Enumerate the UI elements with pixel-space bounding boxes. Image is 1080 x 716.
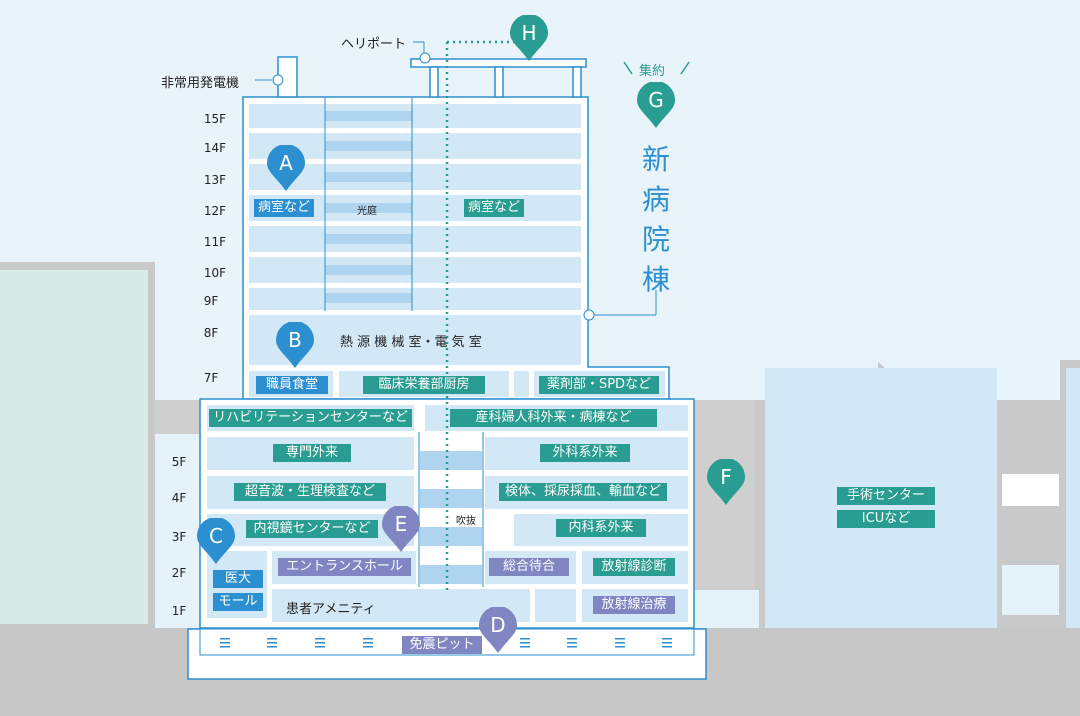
- new-ward-title: 新病院棟: [641, 143, 670, 296]
- specialty-outpatient-label: 専門外来: [273, 444, 351, 462]
- isolator-mark: [315, 646, 325, 648]
- pin-d[interactable]: D: [478, 607, 518, 655]
- isolator-mark: [220, 642, 230, 644]
- heliport-label: ヘリポート: [341, 37, 407, 52]
- floor-9f: 9F: [203, 294, 219, 308]
- isolator-mark: [615, 642, 625, 644]
- ward-right-label: 病室など: [464, 199, 525, 217]
- isolator-mark: [520, 646, 530, 648]
- floor-8f: 8F: [203, 326, 219, 340]
- pin-f[interactable]: F: [706, 459, 746, 507]
- patient-amenity-label: 患者アメニティ: [286, 602, 376, 617]
- isolator-mark: [567, 642, 577, 644]
- pin-c-letter: C: [209, 524, 223, 548]
- obgyn-label: 産科婦人科外来・病棟など: [450, 409, 657, 427]
- floor-1f: 1F: [171, 604, 187, 618]
- rehab-label: リハビリテーションセンターなど: [209, 409, 412, 427]
- floor-7f: 7F: [203, 371, 219, 385]
- pin-e-letter: E: [394, 512, 408, 536]
- isolator-mark: [520, 642, 530, 644]
- medical-university-label: 医大: [213, 570, 263, 588]
- floor-15f: 15F: [203, 112, 227, 126]
- pin-a-letter: A: [279, 151, 293, 175]
- floor-13f: 13F: [203, 173, 227, 187]
- map-pin-icon: [382, 506, 420, 552]
- isolator-mark: [363, 642, 373, 644]
- floor-3f: 3F: [171, 530, 187, 544]
- isolator-mark: [267, 638, 277, 640]
- map-pin-icon: [637, 82, 675, 128]
- consolidation-label: 集約: [639, 64, 666, 79]
- pin-g-letter: G: [648, 88, 664, 112]
- pin-b-letter: B: [288, 328, 302, 352]
- staff-cafeteria-label: 職員食堂: [256, 376, 328, 394]
- mall-label: モール: [213, 593, 263, 611]
- pin-a[interactable]: A: [266, 145, 306, 193]
- floor-11f: 11F: [203, 235, 227, 249]
- generator-label: 非常用発電機: [161, 76, 240, 91]
- map-pin-icon: [197, 518, 235, 564]
- isolator-mark: [662, 638, 672, 640]
- isolator-mark: [267, 646, 277, 648]
- general-waiting-label: 総合待合: [489, 558, 569, 576]
- pin-e[interactable]: E: [381, 506, 421, 554]
- light-court-label: 光庭: [357, 206, 377, 217]
- floor-12f: 12F: [203, 204, 227, 218]
- isolator-mark: [363, 638, 373, 640]
- isolator-mark: [615, 646, 625, 648]
- internal-outpatient-label: 内科系外来: [556, 519, 646, 537]
- floor-5f: 5F: [171, 455, 187, 469]
- radiology-diagnosis-label: 放射線診断: [593, 558, 675, 576]
- map-pin-icon: [707, 459, 745, 505]
- pin-g[interactable]: G: [636, 82, 676, 130]
- pharmacy-label: 薬剤部・SPDなど: [539, 376, 659, 394]
- isolator-mark: [267, 642, 277, 644]
- isolator-mark: [567, 646, 577, 648]
- pin-c[interactable]: C: [196, 518, 236, 566]
- seismic-pit-label: 免震ピット: [402, 636, 482, 654]
- pin-d-letter: D: [490, 613, 506, 637]
- isolator-mark: [315, 642, 325, 644]
- isolator-mark: [662, 642, 672, 644]
- floor-10f: 10F: [203, 266, 227, 280]
- map-pin-icon: [267, 145, 305, 191]
- isolator-mark: [315, 638, 325, 640]
- endoscopy-label: 内視鏡センターなど: [246, 520, 378, 538]
- isolator-mark: [520, 638, 530, 640]
- pin-h[interactable]: H: [509, 15, 549, 63]
- isolator-mark: [220, 638, 230, 640]
- lab-tests-label: 検体、採尿採血、輸血など: [499, 483, 667, 501]
- map-pin-icon: [510, 15, 548, 61]
- floor-4f: 4F: [171, 491, 187, 505]
- isolator-mark: [615, 638, 625, 640]
- isolator-mark: [363, 646, 373, 648]
- radiotherapy-label: 放射線治療: [593, 596, 675, 614]
- surgery-center-label: 手術センター: [837, 487, 935, 505]
- icu-label: ICUなど: [837, 510, 935, 528]
- isolator-mark: [567, 638, 577, 640]
- pin-h-letter: H: [521, 21, 537, 45]
- pin-f-letter: F: [720, 465, 732, 489]
- map-pin-icon: [276, 322, 314, 368]
- ward-left-label: 病室など: [254, 199, 315, 217]
- ultrasound-label: 超音波・生理検査など: [234, 483, 386, 501]
- machine-room-label: 熱 源 機 械 室・電 気 室: [340, 335, 482, 350]
- clinical-nutrition-label: 臨床栄養部厨房: [363, 376, 485, 394]
- pin-b[interactable]: B: [275, 322, 315, 370]
- map-pin-icon: [479, 607, 517, 653]
- isolator-mark: [662, 646, 672, 648]
- isolator-mark: [220, 646, 230, 648]
- floor-2f: 2F: [171, 566, 187, 580]
- entrance-hall-label: エントランスホール: [278, 558, 411, 576]
- floor-14f: 14F: [203, 141, 227, 155]
- atrium-label: 吹抜: [456, 516, 476, 527]
- surgical-outpatient-label: 外科系外来: [540, 444, 630, 462]
